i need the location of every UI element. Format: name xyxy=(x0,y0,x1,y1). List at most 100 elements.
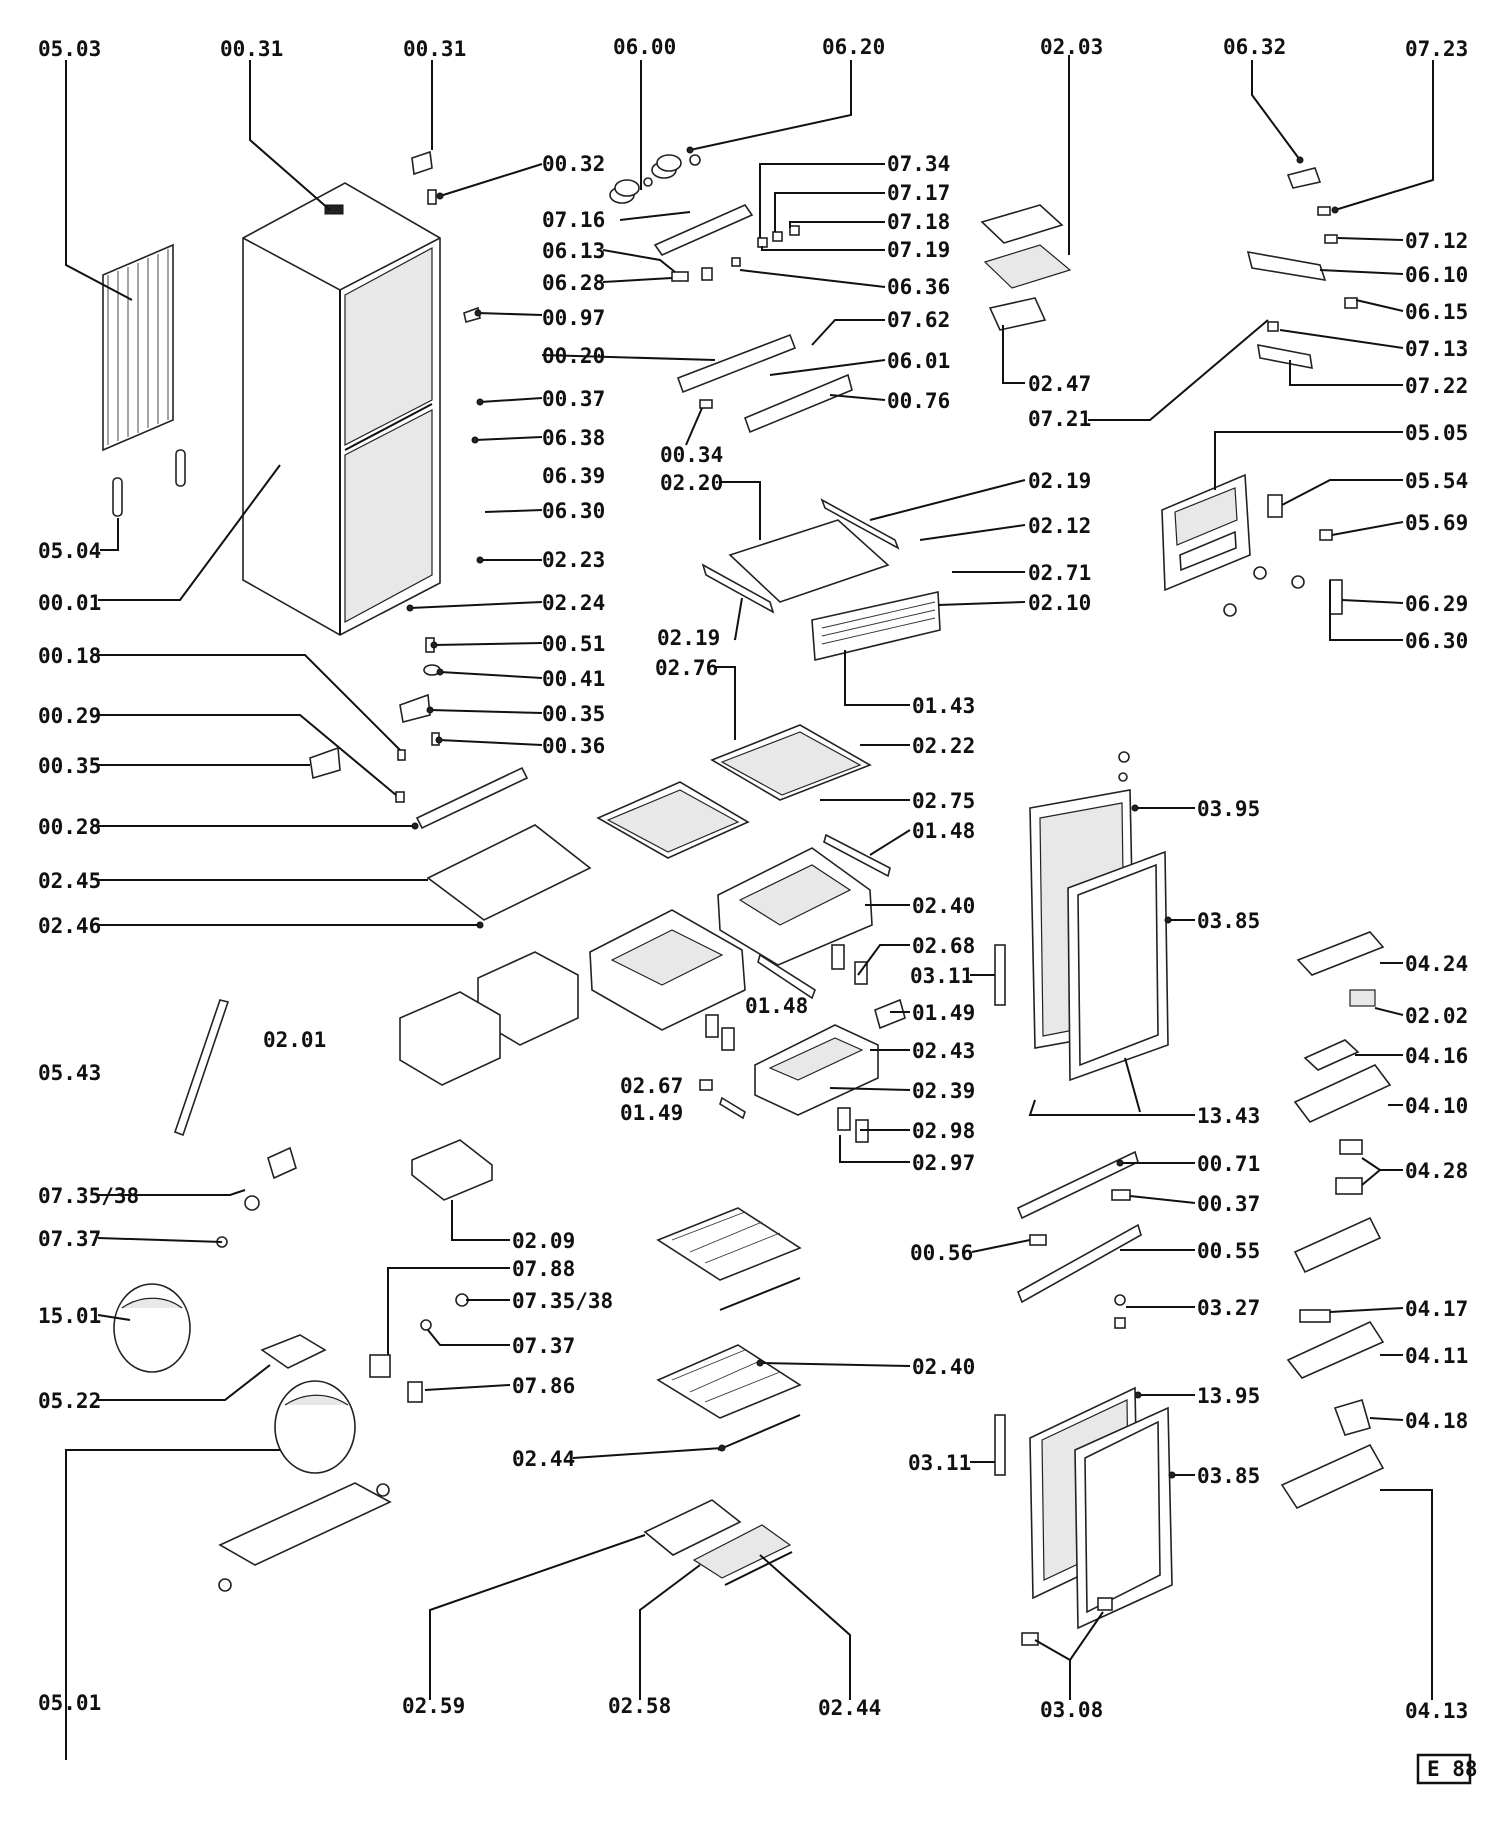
control-panel-strip-part xyxy=(676,333,797,394)
callout-label: 01.49 xyxy=(912,1001,975,1025)
callout-label: 05.69 xyxy=(1405,511,1468,535)
bin-0424-part xyxy=(1296,931,1385,976)
callout-label: 06.39 xyxy=(542,464,605,488)
callout-label: 03.95 xyxy=(1197,797,1260,821)
small-drawer-back-part xyxy=(399,991,501,1086)
callout-label: 02.67 xyxy=(620,1074,683,1098)
relay-part xyxy=(244,1195,260,1211)
part-0327 xyxy=(1114,1294,1126,1306)
part-0417 xyxy=(1299,1309,1331,1323)
callout-label: 03.08 xyxy=(1040,1698,1103,1722)
callout-label: 02.45 xyxy=(38,869,101,893)
part-0428a xyxy=(1339,1139,1363,1155)
callout-label: 00.18 xyxy=(38,644,101,668)
callout-label: 04.11 xyxy=(1405,1344,1468,1368)
egg-holder-0416-part xyxy=(1303,1039,1360,1071)
callout-label: 02.43 xyxy=(912,1039,975,1063)
base-plate-part xyxy=(218,1482,392,1566)
callout-label: 00.37 xyxy=(542,387,605,411)
callout-label: 04.17 xyxy=(1405,1297,1468,1321)
rail-0149b-part xyxy=(719,1096,746,1120)
page-code-text: E 88 xyxy=(1427,1757,1478,1781)
callout-label: 02.46 xyxy=(38,914,101,938)
cabinet-part xyxy=(242,182,441,636)
callout-label: 06.36 xyxy=(887,275,950,299)
shelf-rail-right-part xyxy=(820,498,900,550)
part-0713 xyxy=(1267,321,1279,332)
callout-label: 04.16 xyxy=(1405,1044,1468,1068)
small-fasteners xyxy=(1223,566,1305,617)
callout-label: 00.31 xyxy=(403,37,466,61)
bin-0410-part xyxy=(1293,1064,1392,1123)
capillary-part xyxy=(175,449,186,487)
compressor-1501-part xyxy=(113,1283,191,1373)
callout-label: 00.32 xyxy=(542,152,605,176)
part-0037b xyxy=(1111,1189,1131,1201)
part-0723 xyxy=(1317,206,1331,216)
callout-label: 06.01 xyxy=(887,349,950,373)
page-code-badge: E 88 xyxy=(1416,1753,1478,1785)
callout-label: 07.22 xyxy=(1405,374,1468,398)
bin-0411-part xyxy=(1286,1320,1385,1379)
clip-part xyxy=(701,267,713,281)
compressor-0501-part xyxy=(274,1380,356,1474)
callout-label: 07.19 xyxy=(887,238,950,262)
callout-label: 07.35/38 xyxy=(512,1289,613,1313)
callout-labels: 05.03 00.31 00.31 06.00 06.20 02.03 06.3… xyxy=(38,35,1468,1723)
callout-label: 02.23 xyxy=(542,548,605,572)
callout-label: 07.86 xyxy=(512,1374,575,1398)
part-0569 xyxy=(1319,529,1333,541)
callout-label: 00.97 xyxy=(542,306,605,330)
clip-0737b-part xyxy=(420,1319,432,1331)
callout-label: 06.13 xyxy=(542,239,605,263)
hinge-pin-part xyxy=(427,189,437,205)
callout-label: 05.03 xyxy=(38,37,101,61)
callout-label: 07.37 xyxy=(512,1334,575,1358)
knob-part xyxy=(671,271,689,282)
hinge-part xyxy=(411,150,433,176)
callout-label: 02.76 xyxy=(655,656,718,680)
rail-0148b-part xyxy=(757,953,816,1000)
drawer-front-part xyxy=(811,591,941,661)
callout-label: 00.76 xyxy=(887,389,950,413)
part-0327b xyxy=(1114,1317,1126,1329)
callout-label: 02.01 xyxy=(263,1028,326,1052)
parts-drawing xyxy=(102,150,1392,1646)
callout-label: 00.36 xyxy=(542,734,605,758)
callout-label: 02.44 xyxy=(818,1696,881,1720)
callout-label: 00.51 xyxy=(542,632,605,656)
part-0202 xyxy=(1349,989,1376,1007)
hinge-bar-0311b-part xyxy=(994,1414,1006,1476)
grommet-2-part xyxy=(376,1483,390,1497)
rail-0148-part xyxy=(823,833,891,878)
callout-label: 06.32 xyxy=(1223,35,1286,59)
callout-label: 05.05 xyxy=(1405,421,1468,445)
tray-0247-part xyxy=(988,297,1047,331)
callout-label: 05.22 xyxy=(38,1389,101,1413)
callout-label: 03.11 xyxy=(908,1451,971,1475)
screw-top-part xyxy=(1118,751,1130,763)
callout-label: 07.12 xyxy=(1405,229,1468,253)
starter-0788-part xyxy=(369,1354,391,1378)
callout-label: 00.29 xyxy=(38,704,101,728)
callout-label: 02.02 xyxy=(1405,1004,1468,1028)
callout-label: 02.03 xyxy=(1040,35,1103,59)
callout-label: 01.43 xyxy=(912,694,975,718)
leader-arrowheads xyxy=(406,146,1339,1479)
callout-label: 07.35/38 xyxy=(38,1184,139,1208)
bin-0413-part xyxy=(1280,1443,1385,1510)
callout-label: 02.40 xyxy=(912,1355,975,1379)
callout-label: 15.01 xyxy=(38,1304,101,1328)
part-0786 xyxy=(407,1381,423,1403)
callout-label: 00.71 xyxy=(1197,1152,1260,1176)
vegetable-drawer-0243-part xyxy=(754,1024,879,1116)
callout-label: 02.47 xyxy=(1028,372,1091,396)
callout-label: 03.27 xyxy=(1197,1296,1260,1320)
callout-label: 02.40 xyxy=(912,894,975,918)
callout-label: 06.10 xyxy=(1405,263,1468,287)
egg-tray-part xyxy=(411,1139,493,1201)
screw-top2-part xyxy=(1118,772,1128,782)
callout-label: 03.85 xyxy=(1197,1464,1260,1488)
callout-label: 05.04 xyxy=(38,539,101,563)
callout-label: 02.12 xyxy=(1028,514,1091,538)
